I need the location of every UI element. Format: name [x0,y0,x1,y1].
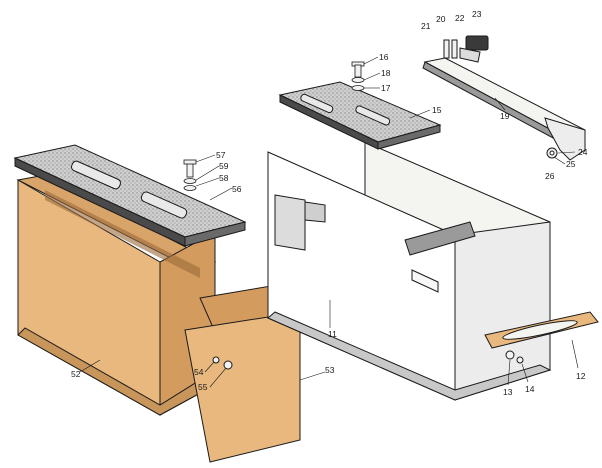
clamp-strap-edge [422,61,571,147]
callout-57: 57 [216,150,226,160]
callout-17: 17 [381,83,391,93]
right-box-lid [278,81,442,150]
callout-23: 23 [472,9,482,19]
leader-16 [363,56,379,65]
right-box-label-plate [411,269,439,293]
callout-11: 11 [328,329,337,339]
right-box-divider [404,221,476,256]
leader-55 [209,367,227,388]
callout-56: 56 [232,184,242,194]
callout-26: 26 [545,171,555,181]
washer-59-icon [183,178,197,184]
clamp-strap-end-hook [544,117,586,161]
leader-15 [409,109,431,119]
front-panel-face [184,311,301,463]
callout-24: 24 [578,147,588,157]
callout-15: 15 [432,105,442,115]
callout-59: 59 [219,161,229,171]
left-box-lid [13,144,247,247]
right-lid-edge-side [377,124,441,150]
washer-14-icon [516,356,524,364]
left-box-inner-shadow [45,190,200,278]
right-lid-slot-2 [355,105,391,126]
nut-13-icon [505,350,515,360]
callout-58: 58 [219,173,229,183]
leader-52 [79,359,101,373]
leader-58 [195,177,220,187]
washer-25-icon [549,150,555,156]
callout-13: 13 [503,387,513,397]
callout-22: 22 [455,13,465,23]
leader-12 [571,339,579,369]
callout-52: 52 [71,369,81,379]
leader-25 [553,156,566,165]
leader-13 [507,359,511,386]
callout-20: 20 [436,14,446,24]
right-lid-slot-1 [300,93,334,114]
callout-19: 19 [500,111,510,121]
left-lid-slot-1 [70,160,122,190]
right-box-bracket [274,194,306,251]
right-box-bottom [267,311,552,401]
washer-18-icon [351,77,365,83]
washer-58-icon [183,185,197,191]
bolt-21-icon [443,39,450,59]
battery-clamp-strap [422,35,586,161]
leader-54 [204,361,215,373]
left-lid-bolt-set [183,159,197,191]
leader-19 [494,97,506,111]
bracket-22-icon [459,47,481,63]
washer-17-icon [351,85,365,91]
bolt-16-icon [354,64,362,78]
bolt-57-head-icon [183,159,197,165]
bolt-57-icon [186,162,194,178]
callout-54: 54 [194,367,204,377]
callout-53: 53 [325,365,335,375]
leader-24 [557,151,576,154]
battery-retaining-strap [484,311,599,364]
callout-21: 21 [421,21,431,31]
right-battery-box [267,141,552,401]
leader-lines [79,56,579,388]
leader-56 [209,187,233,201]
washer-54-icon [212,356,220,364]
left-lid-edge-side [184,221,246,247]
right-lid-bolt-set [351,61,365,91]
callout-25: 25 [566,159,576,169]
bolt-20-icon [451,39,458,59]
callout-16: 16 [379,52,389,62]
callout-12: 12 [576,371,586,381]
retaining-strap-slot [502,320,578,340]
leader-18 [363,72,381,81]
leader-59 [195,165,220,181]
left-lid-slot-2 [140,191,188,219]
pad-23-icon [465,35,489,51]
callout-14: 14 [525,384,535,394]
leader-53 [299,371,326,381]
leader-57 [195,154,216,163]
right-box-bracket-tab [304,201,326,223]
callout-55: 55 [198,382,208,392]
leader-14 [521,363,529,383]
nut-55-icon [223,360,233,370]
callout-18: 18 [381,68,391,78]
